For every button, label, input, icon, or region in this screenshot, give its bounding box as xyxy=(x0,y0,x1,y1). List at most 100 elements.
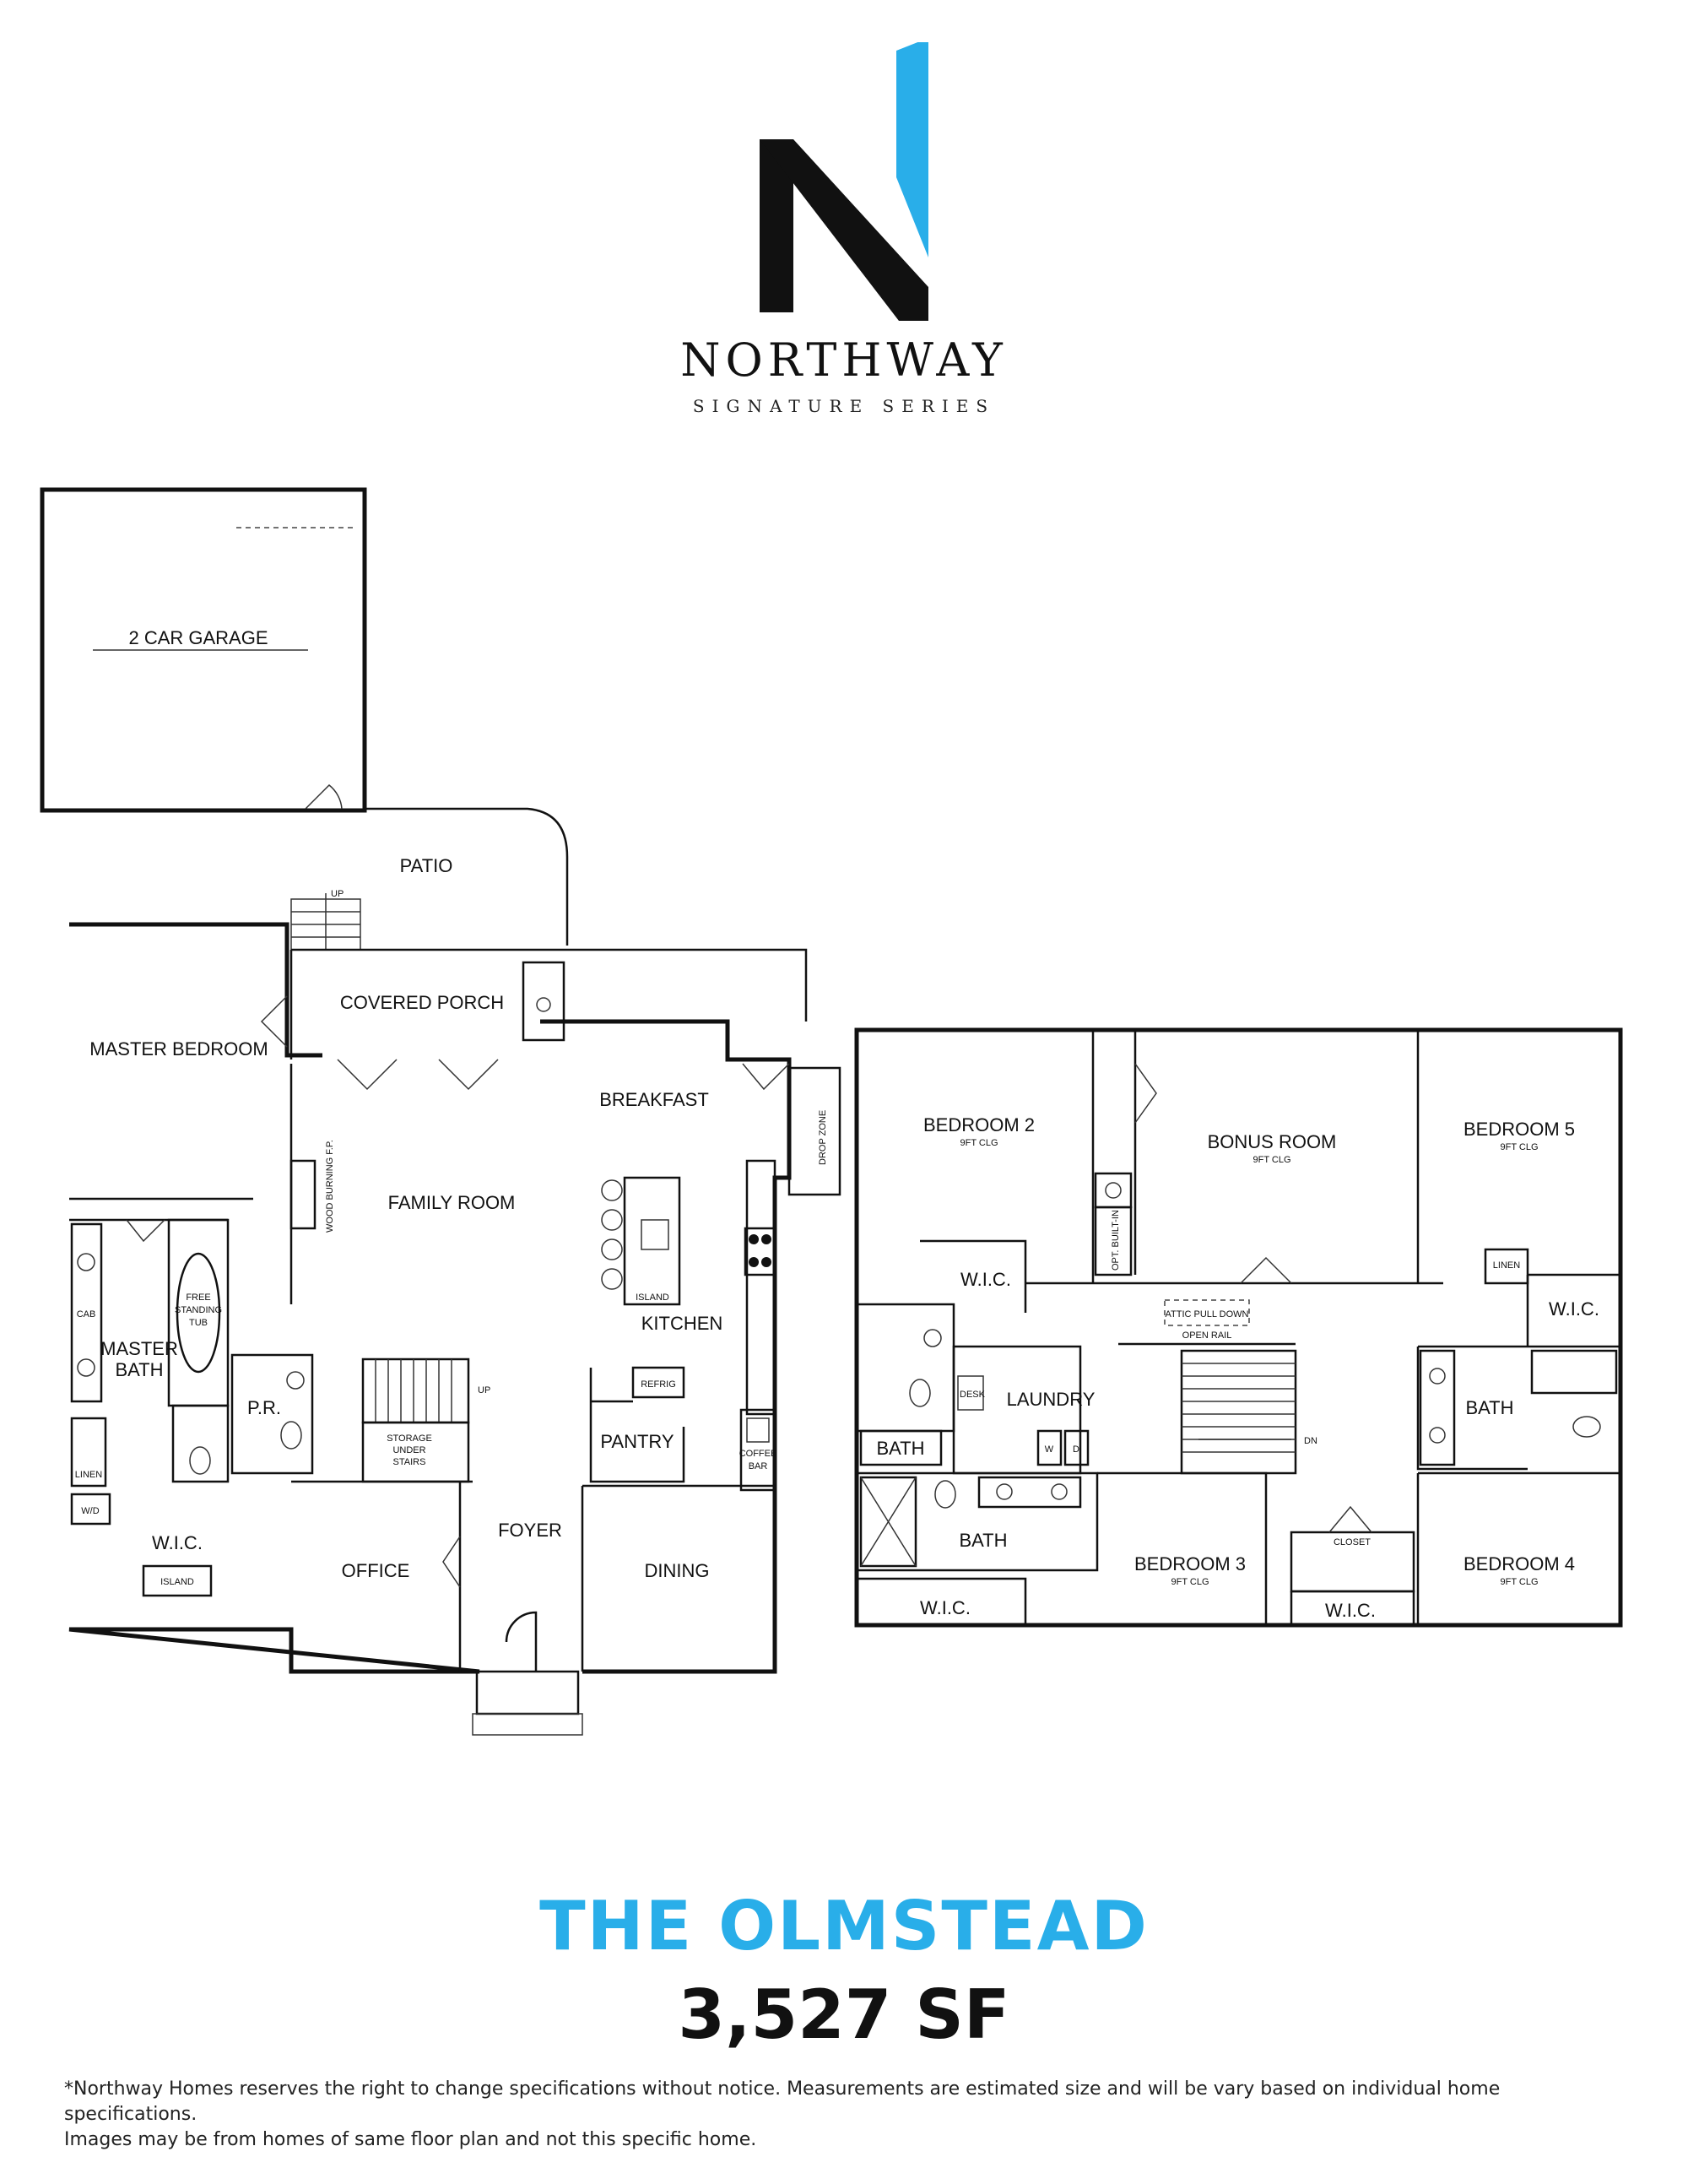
open-rail-label: OPEN RAIL xyxy=(1182,1330,1232,1341)
bonus-closet-door xyxy=(1134,1063,1157,1124)
dn-label: DN xyxy=(1304,1436,1317,1446)
dryer xyxy=(1063,1429,1090,1466)
bedroom5-label: BEDROOM 5 xyxy=(1463,1119,1575,1140)
bedroom4-clg: 9FT CLG xyxy=(1500,1577,1538,1587)
closet-label: CLOSET xyxy=(1334,1537,1371,1547)
wic-bed3-walls xyxy=(857,1577,1027,1625)
cooktop-burners xyxy=(749,1234,771,1267)
wic-bed4-walls xyxy=(1290,1590,1415,1625)
main-stairs xyxy=(361,1358,470,1424)
closet-doors xyxy=(1328,1505,1372,1533)
bedroom3-label: BEDROOM 3 xyxy=(1134,1553,1246,1574)
dryer-label: D xyxy=(1073,1444,1079,1455)
disclaimer: *Northway Homes reserves the right to ch… xyxy=(64,2077,1634,2153)
island-label: ISLAND xyxy=(636,1293,669,1303)
toilet-room xyxy=(171,1404,230,1483)
front-door xyxy=(505,1611,538,1672)
washer-dryer xyxy=(70,1493,111,1526)
disclaimer-line-1: *Northway Homes reserves the right to ch… xyxy=(64,2078,1501,2125)
covered-porch-label: COVERED PORCH xyxy=(340,992,504,1013)
fireplace-label: WOOD BURNING F.P. xyxy=(325,1140,335,1233)
bedroom3-walls xyxy=(1097,1471,1268,1625)
powder-room xyxy=(230,1353,314,1475)
bath-mid-sink-1 xyxy=(996,1483,1013,1500)
kitchen-island xyxy=(623,1176,681,1306)
bath-right-walls xyxy=(1416,1345,1620,1471)
attic-label: ATTIC PULL DOWN xyxy=(1165,1309,1248,1320)
main-stair-treads xyxy=(375,1359,452,1423)
bath-right-vanity xyxy=(1419,1349,1456,1466)
cooktop xyxy=(744,1227,776,1276)
bath-right-tub xyxy=(1530,1349,1618,1395)
dining-label: DINING xyxy=(645,1560,710,1581)
storage-label-3: STAIRS xyxy=(393,1457,426,1467)
drop-zone-label: DROP ZONE xyxy=(818,1110,828,1165)
bath-mid-toilet xyxy=(934,1480,956,1509)
patio-up-label: UP xyxy=(331,889,344,899)
linen-upper-label: LINEN xyxy=(1493,1260,1520,1271)
bonus-sink xyxy=(1094,1172,1133,1209)
plan-name: THE OLMSTEAD xyxy=(539,1887,1149,1965)
bedroom2-clg: 9FT CLG xyxy=(960,1138,998,1148)
first-floor-plan: 2 CAR GARAGE PATIO UP COVERED PORCH MAST… xyxy=(40,487,841,1736)
opt-builtin-label: OPT. BUILT-IN xyxy=(1111,1210,1121,1271)
desk-label: DESK xyxy=(960,1390,986,1400)
wic-bed3-label: W.I.C. xyxy=(920,1597,971,1618)
master-sink-1 xyxy=(77,1253,95,1271)
bath-right-sink-2 xyxy=(1429,1427,1446,1444)
bonus-room-clg: 9FT CLG xyxy=(1252,1155,1290,1165)
brand-series: SIGNATURE SERIES xyxy=(693,396,995,416)
wic-bed2-label: W.I.C. xyxy=(960,1269,1011,1290)
logo-n-right-stroke xyxy=(896,42,928,257)
coffee-bar xyxy=(739,1408,776,1492)
second-floor-exterior-walls xyxy=(854,1027,1623,1628)
island-stools xyxy=(601,1179,623,1290)
master-sink-2 xyxy=(77,1358,95,1377)
bedroom5-clg: 9FT CLG xyxy=(1500,1142,1538,1152)
master-bath-label-2: BATH xyxy=(115,1359,163,1380)
bedroom3-clg: 9FT CLG xyxy=(1171,1577,1209,1587)
bath-mid-shower xyxy=(859,1476,917,1568)
plan-square-footage: 3,527 SF xyxy=(678,1975,1010,2054)
wic-bed5-walls xyxy=(1526,1273,1620,1347)
free-standing-tub xyxy=(176,1252,221,1374)
bath-right-sink-1 xyxy=(1429,1368,1446,1385)
patio-label: PATIO xyxy=(400,855,453,876)
wic-label: W.I.C. xyxy=(152,1532,203,1553)
garage-label: 2 CAR GARAGE xyxy=(128,627,268,648)
office-door xyxy=(442,1536,461,1588)
bath-left-label: BATH xyxy=(876,1438,924,1459)
linen-upper xyxy=(1484,1248,1529,1285)
bath-right-toilet xyxy=(1572,1416,1601,1438)
tub-label-1: FREE xyxy=(186,1293,210,1303)
porch-sink xyxy=(522,961,565,1042)
master-bath-door xyxy=(126,1219,165,1243)
northway-logo: NORTHWAY SIGNATURE SERIES xyxy=(680,42,1008,416)
pantry-label: PANTRY xyxy=(600,1431,674,1452)
powder-sink xyxy=(286,1371,305,1390)
bath-left-toilet xyxy=(909,1379,931,1407)
wic-bed4-label: W.I.C. xyxy=(1325,1600,1376,1621)
patio-stairs xyxy=(290,893,361,951)
bath-left-label-box xyxy=(859,1429,943,1466)
covered-porch-outline xyxy=(289,948,808,1059)
bath-left-sink xyxy=(923,1329,942,1347)
bath-mid-label: BATH xyxy=(959,1530,1007,1551)
drop-zone-box xyxy=(787,1066,841,1196)
wic-island-label: ISLAND xyxy=(160,1577,194,1587)
cab-label: CAB xyxy=(77,1309,96,1320)
linen-closet xyxy=(70,1417,107,1488)
storage-label-1: STORAGE xyxy=(387,1433,432,1444)
porch-doors xyxy=(337,1059,499,1091)
wd-label: W/D xyxy=(81,1506,99,1516)
brand-name: NORTHWAY xyxy=(680,333,1008,387)
bonus-sink-bowl xyxy=(1105,1182,1122,1199)
wic-bed2-walls xyxy=(920,1239,1027,1313)
wic-island xyxy=(142,1564,213,1597)
stairs-up-label: UP xyxy=(478,1385,490,1395)
bedroom4-label: BEDROOM 4 xyxy=(1463,1553,1575,1574)
bedroom2-label: BEDROOM 2 xyxy=(923,1114,1035,1135)
foyer-label: FOYER xyxy=(498,1520,562,1541)
upper-stairs xyxy=(1180,1349,1297,1475)
garage-door-swing xyxy=(305,783,343,810)
